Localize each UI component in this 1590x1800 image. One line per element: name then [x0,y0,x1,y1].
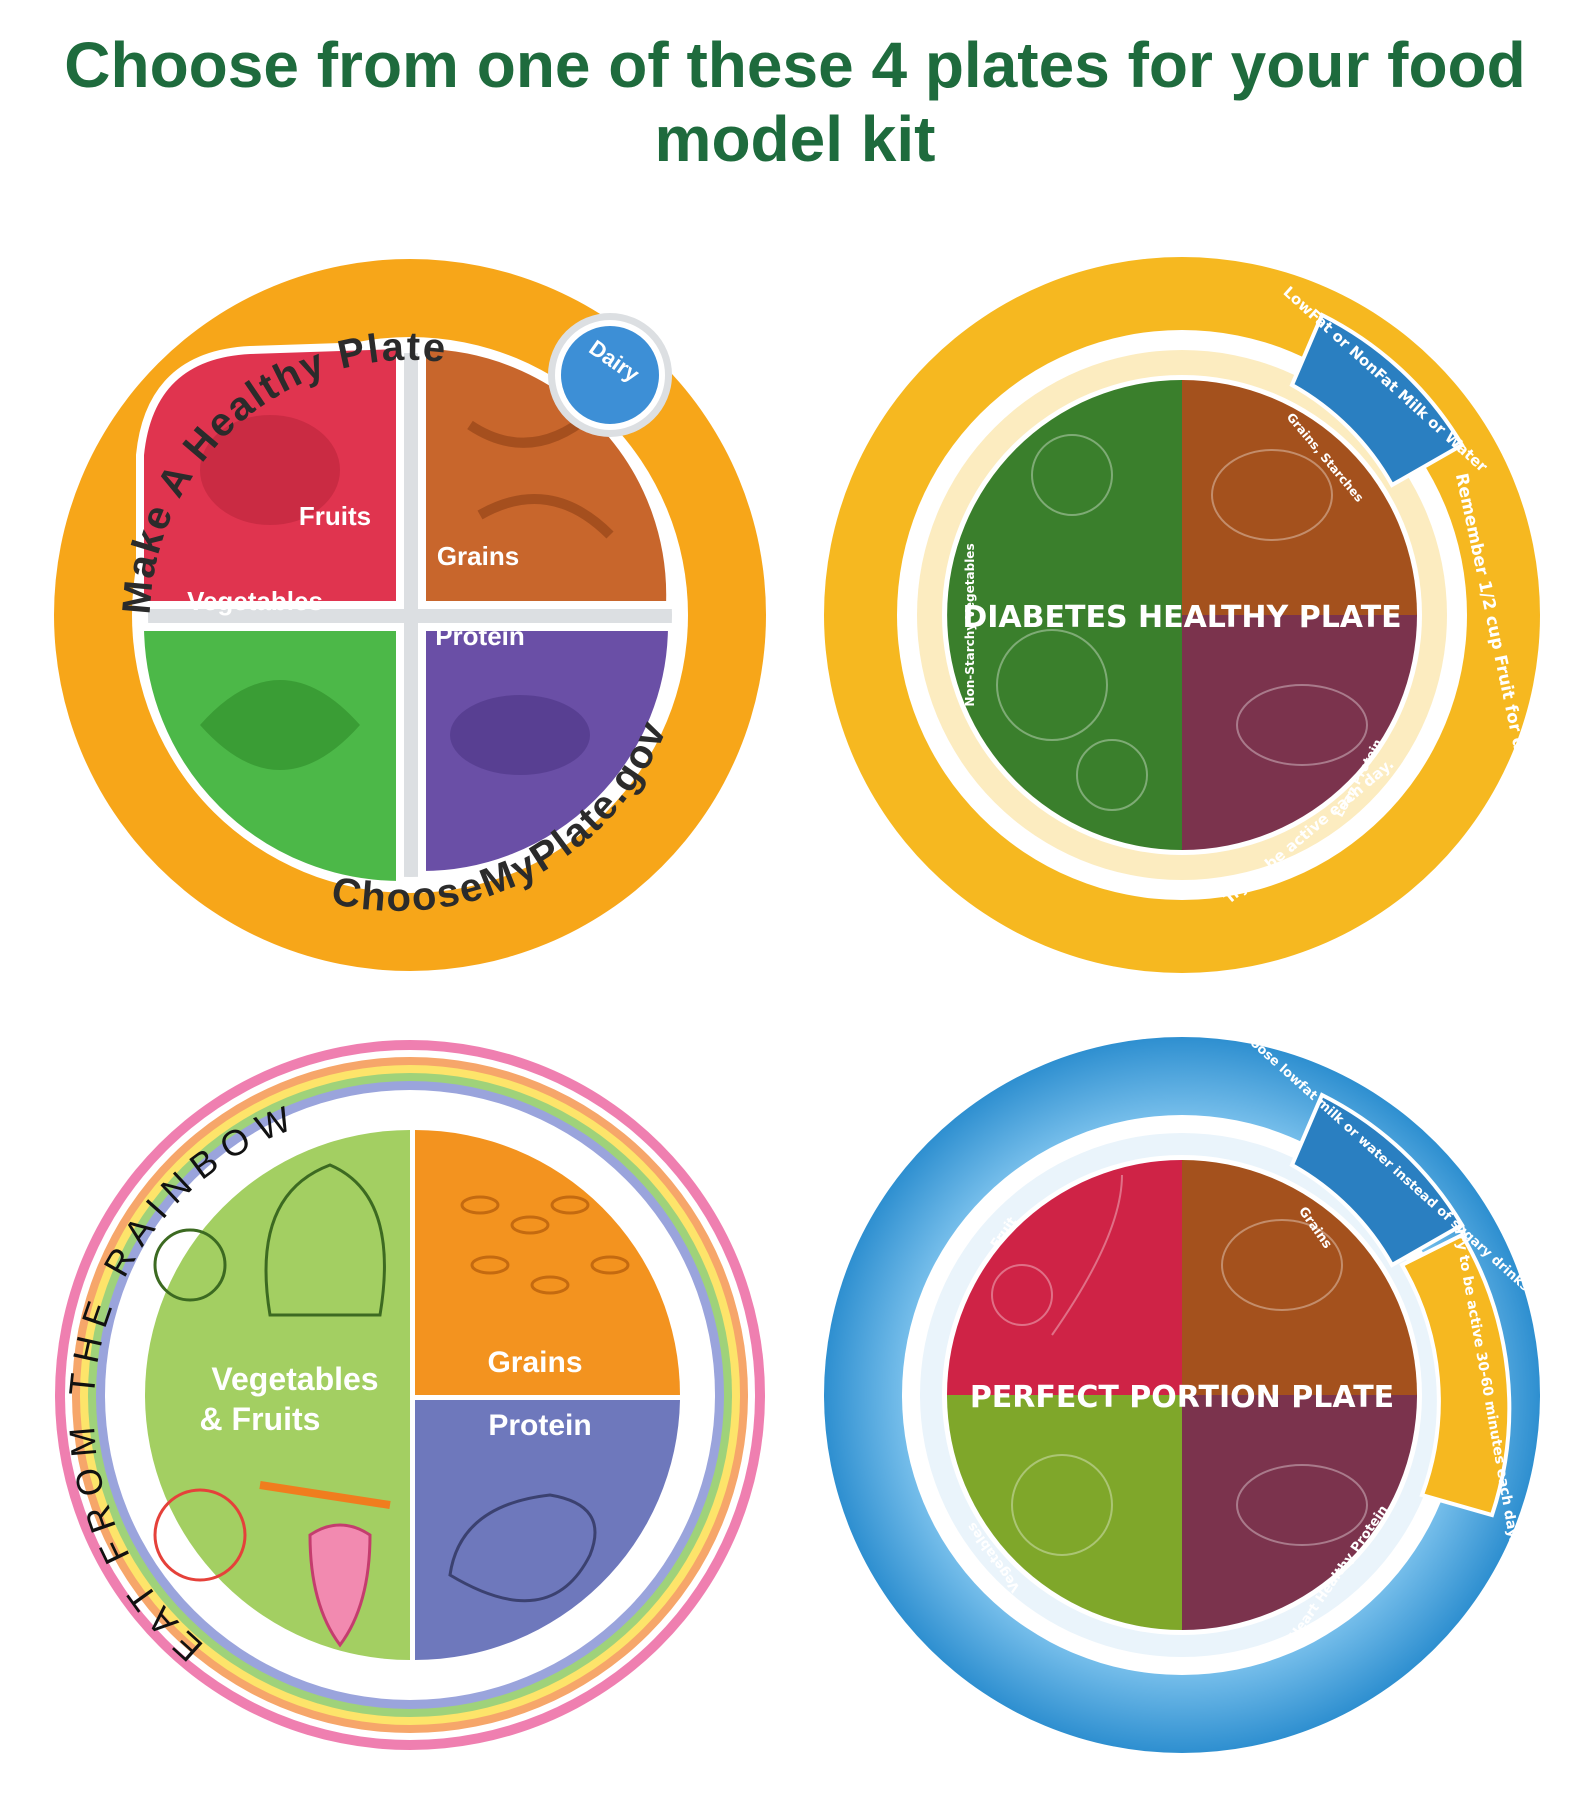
meat-icon [448,1493,597,1603]
myplate-graphic: Dairy Fruits Grains Vegetables Protein M… [54,259,766,971]
diabetes-vegetables-section [947,380,1182,850]
portion-active-tab [1399,1232,1512,1518]
strawberry-icon [308,1523,372,1648]
diabetes-title: DIABETES HEALTHY PLATE [962,600,1401,635]
diabetes-plate[interactable]: LowFat or NonFat Milk or Water DIABETES … [822,255,1543,975]
portion-drink-tab [1289,1092,1465,1268]
leaf-icon [200,680,360,770]
heading-line-1: Choose from one of these 4 plates for yo… [64,29,1526,101]
heading-line-2: model kit [654,103,936,175]
diabetes-vegetables-label: Non-Starchy Vegetables [963,543,977,706]
rainbow-veg-label-1: Vegetables [211,1361,378,1397]
portion-vegetables-section [947,1395,1182,1630]
myplate-dairy-section [555,320,665,430]
myplate-vegetables-label: Vegetables [187,586,323,616]
diabetes-graphic: LowFat or NonFat Milk or Water DIABETES … [824,257,1543,973]
page-heading: Choose from one of these 4 plates for yo… [45,28,1545,176]
diabetes-protein-section [1182,615,1417,850]
rainbow-graphic: Vegetables & Fruits Grains Protein EAT F… [55,1040,765,1750]
broccoli-icon [153,1228,227,1302]
myplate-plate[interactable]: Dairy Fruits Grains Vegetables Protein M… [50,255,770,975]
rainbow-veg-label-2: & Fruits [200,1401,321,1437]
strawberry-icon [200,415,340,525]
portion-title: PERFECT PORTION PLATE [970,1380,1394,1415]
rainbow-plate[interactable]: Vegetables & Fruits Grains Protein EAT F… [50,1035,770,1755]
portion-graphic: Choose lowfat milk or water instead of s… [824,1023,1540,1753]
myplate-protein-label: Protein [435,621,525,651]
meat-icon [450,695,590,775]
lettuce-icon [264,1163,386,1317]
tomato-icon [153,1488,247,1582]
myplate-fruits-label: Fruits [299,501,371,531]
rainbow-veg-doodles [153,1163,386,1317]
grain-doodles [460,1195,630,1295]
rainbow-protein-label: Protein [488,1409,591,1442]
portion-grains-section [1182,1160,1417,1395]
portion-fruit-section [947,1160,1182,1395]
carrot-icon [259,1481,391,1509]
diabetes-drink-tab [1289,312,1465,488]
rainbow-protein-section [415,1400,680,1660]
portion-protein-section [1182,1395,1417,1630]
diabetes-sketches [996,434,1368,811]
portion-sketches [991,1174,1368,1556]
rainbow-grains-label: Grains [487,1346,582,1379]
diabetes-grains-section [1182,380,1417,615]
myplate-grains-label: Grains [437,541,519,571]
portion-plate[interactable]: Choose lowfat milk or water instead of s… [822,1023,1542,1755]
